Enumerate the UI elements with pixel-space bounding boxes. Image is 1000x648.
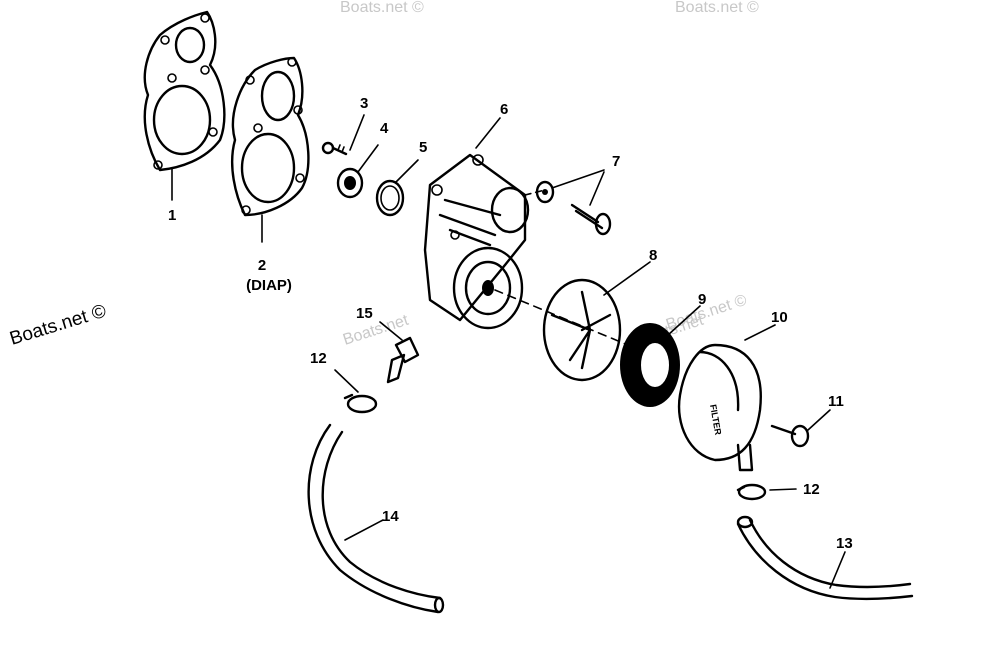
part-12a-clamp — [334, 369, 378, 414]
callout-14: 14 — [382, 508, 399, 525]
callout-7: 7 — [612, 153, 620, 170]
callout-13: 13 — [836, 535, 853, 552]
part-11-screw — [770, 409, 831, 448]
part-6-pump-body — [423, 117, 530, 330]
part-5-o-ring — [375, 159, 419, 217]
part-7-washer-bolt — [535, 169, 612, 236]
callout-2-sub: (DIAP) — [246, 277, 292, 294]
part-14-hose — [307, 423, 445, 614]
callout-11: 11 — [828, 393, 844, 410]
filter-label: FILTER — [708, 404, 723, 437]
watermark-boats-net: Boats.net © — [7, 301, 108, 350]
callout-15: 15 — [356, 305, 373, 322]
part-13-hose — [736, 515, 914, 601]
callout-12a: 12 — [310, 350, 327, 367]
part-1-gasket — [143, 10, 226, 201]
callout-9: 9 — [698, 291, 706, 308]
callout-4: 4 — [380, 120, 389, 137]
watermark-faint-2: Boats.net © — [675, 0, 759, 16]
callout-8: 8 — [649, 247, 657, 264]
part-12b-clamp — [736, 483, 797, 501]
part-4-valve — [336, 144, 379, 199]
part-10-filter-cover: FILTER — [677, 324, 776, 472]
callout-10: 10 — [771, 309, 788, 326]
part-9-gasket-ring — [620, 305, 701, 407]
part-3-screw — [321, 114, 365, 156]
callout-2: 2 — [258, 257, 266, 274]
watermark-faint-1: Boats.net © — [340, 0, 424, 16]
callout-5: 5 — [419, 139, 427, 156]
callout-3: 3 — [360, 95, 368, 112]
callout-6: 6 — [500, 101, 508, 118]
callout-12b: 12 — [803, 481, 820, 498]
part-15-fitting — [379, 321, 420, 384]
part-2-diaphragm — [231, 56, 310, 243]
part-8-plate — [542, 261, 651, 382]
callout-1: 1 — [168, 207, 176, 224]
